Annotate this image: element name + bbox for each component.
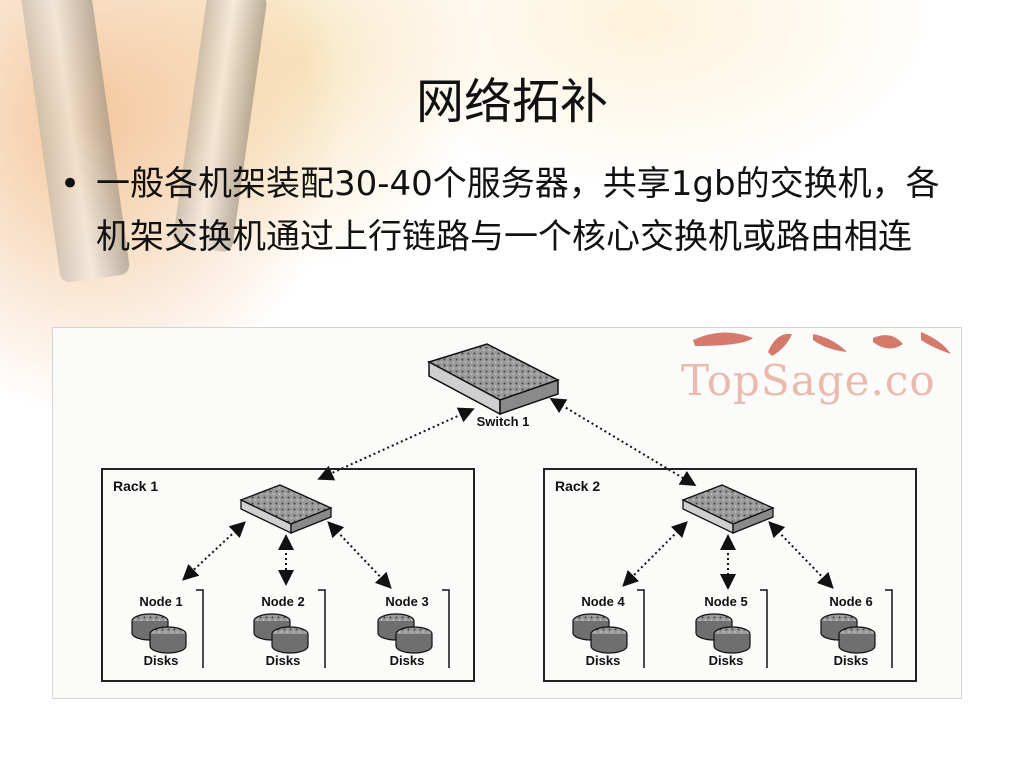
node-1-label: Node 1 [139,594,183,609]
rack-2-label: Rack 2 [555,478,601,494]
rack-2-box [543,468,917,682]
slide-title: 网络拓补 [415,74,608,130]
uplink-links [317,397,697,487]
node-6-label: Node 6 [829,594,873,609]
node-4-disks-label: Disks [585,653,621,668]
disk-stack-icon [131,589,204,668]
rack-1-label: Rack 1 [113,478,159,494]
node-4-label: Node 4 [581,594,625,609]
core-switch-label: Switch 1 [476,414,530,429]
node-2-disks-label: Disks [265,653,301,668]
node-2-label: Node 2 [261,594,305,609]
bullet-symbol: • [60,164,81,204]
network-topology-figure: Switch 1 TopSage.co Rack 1 Rack 2 Node 1… [52,327,962,699]
node-links [182,521,834,590]
topology-svg [131,332,951,669]
rack-1-box [101,468,475,682]
rack-switch-icon [681,484,775,535]
node-6-disks-label: Disks [833,653,869,668]
rack-switch-icon [239,484,333,535]
core-switch-icon [427,343,560,416]
bullet-text: 一般各机架装配30-40个服务器，共享1gb的交换机，各机架交换机通过上行链路与… [96,164,940,257]
node-3-disks-label: Disks [389,653,425,668]
node-3-label: Node 3 [385,594,429,609]
watermark-text: TopSage.co [681,356,936,405]
node-5-disks-label: Disks [708,653,744,668]
node-5-label: Node 5 [704,594,748,609]
uplink-rack2 [549,397,697,487]
watermark-logo-glyphs [693,332,951,356]
node-1-disks-label: Disks [143,653,179,668]
bullet-item: • 一般各机架装配30-40个服务器，共享1gb的交换机，各机架交换机通过上行链… [60,158,940,264]
